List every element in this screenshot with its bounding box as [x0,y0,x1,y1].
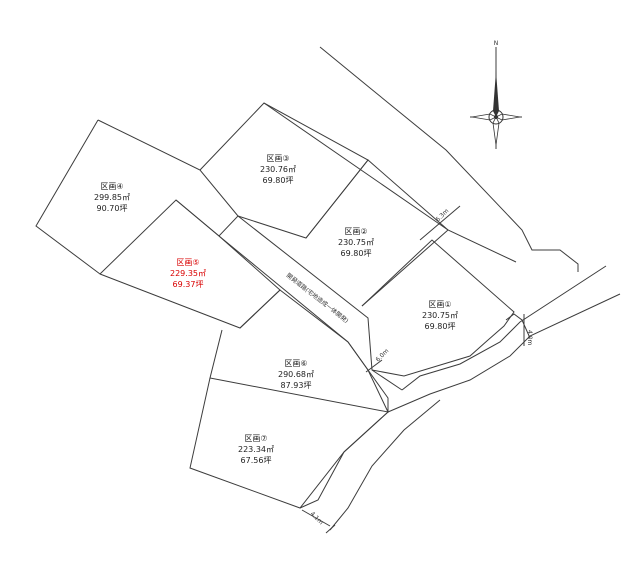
right-road-upper-edge [401,265,607,391]
north-label: N [494,40,499,47]
lot-1-area: 230.75㎡ [422,311,458,320]
lot-5-name: 区画⑤ [176,258,199,267]
right-road-lower-edge [387,293,621,413]
lot-7-boundary [189,377,389,509]
lot-2-label: 区画② 230.75㎡ 69.80坪 [338,227,374,258]
lot-6-name: 区画⑥ [284,359,307,368]
top-road-dimension-line [419,205,461,241]
lot-7-name: 区画⑦ [244,434,267,443]
right-edge-width-label: 4.0m [526,330,533,346]
top-road-right-edge [319,46,579,272]
lot-5-label: 区画⑤ 229.35㎡ 69.37坪 [170,258,206,289]
lot-4-label: 区画④ 299.85㎡ 90.70坪 [94,182,130,213]
lot-7-tsubo: 67.56坪 [241,456,272,465]
lot-3-name: 区画③ [266,154,289,163]
lot-3-tsubo: 69.80坪 [263,176,294,185]
lot-2-name: 区画② [344,227,367,236]
dev-road-upper-edge [237,215,403,391]
lot-2-area: 230.75㎡ [338,238,374,247]
lot-7-label: 区画⑦ 223.34㎡ 67.56坪 [238,434,274,465]
lot-1-tsubo: 69.80坪 [425,322,456,331]
bottom-road-right-edge [329,399,441,531]
lot-4-name: 区画④ [100,182,123,191]
lot-7-area: 223.34㎡ [238,445,274,454]
lot-6-tsubo: 87.93坪 [281,381,312,390]
bottom-road-width-label: 4.1m [309,510,325,526]
bottom-road-left-edge [299,411,389,509]
lot-5-tsubo: 69.37坪 [173,280,204,289]
bottom-road-dimension-line [301,509,331,527]
dev-road-dimension-line [365,359,383,373]
lot-1-label: 区画① 230.75㎡ 69.80坪 [422,300,458,331]
boundary-lines [35,46,621,534]
lot-2-boundary [305,159,449,307]
lot-4-area: 299.85㎡ [94,193,130,202]
lot-6-label: 区画⑥ 290.68㎡ 87.93坪 [278,359,314,390]
north-compass-icon: N [470,40,522,149]
bottom-lower-edge [325,524,336,534]
lot-4-boundary [35,119,239,275]
top-road-left-edge [263,102,517,263]
dev-road-width-label: 6.0m [374,347,390,363]
lot-3-area: 230.76㎡ [260,165,296,174]
dimension-marks [301,205,525,527]
lot-5-area: 229.35㎡ [170,269,206,278]
lot-3-label: 区画③ 230.76㎡ 69.80坪 [260,154,296,185]
lot-4-tsubo: 90.70坪 [97,204,128,213]
lot-6-area: 290.68㎡ [278,370,314,379]
lot-2-tsubo: 69.80坪 [341,249,372,258]
lot-6-boundary [209,289,389,413]
lot-1-name: 区画① [428,300,451,309]
lot-1-boundary [361,239,515,377]
